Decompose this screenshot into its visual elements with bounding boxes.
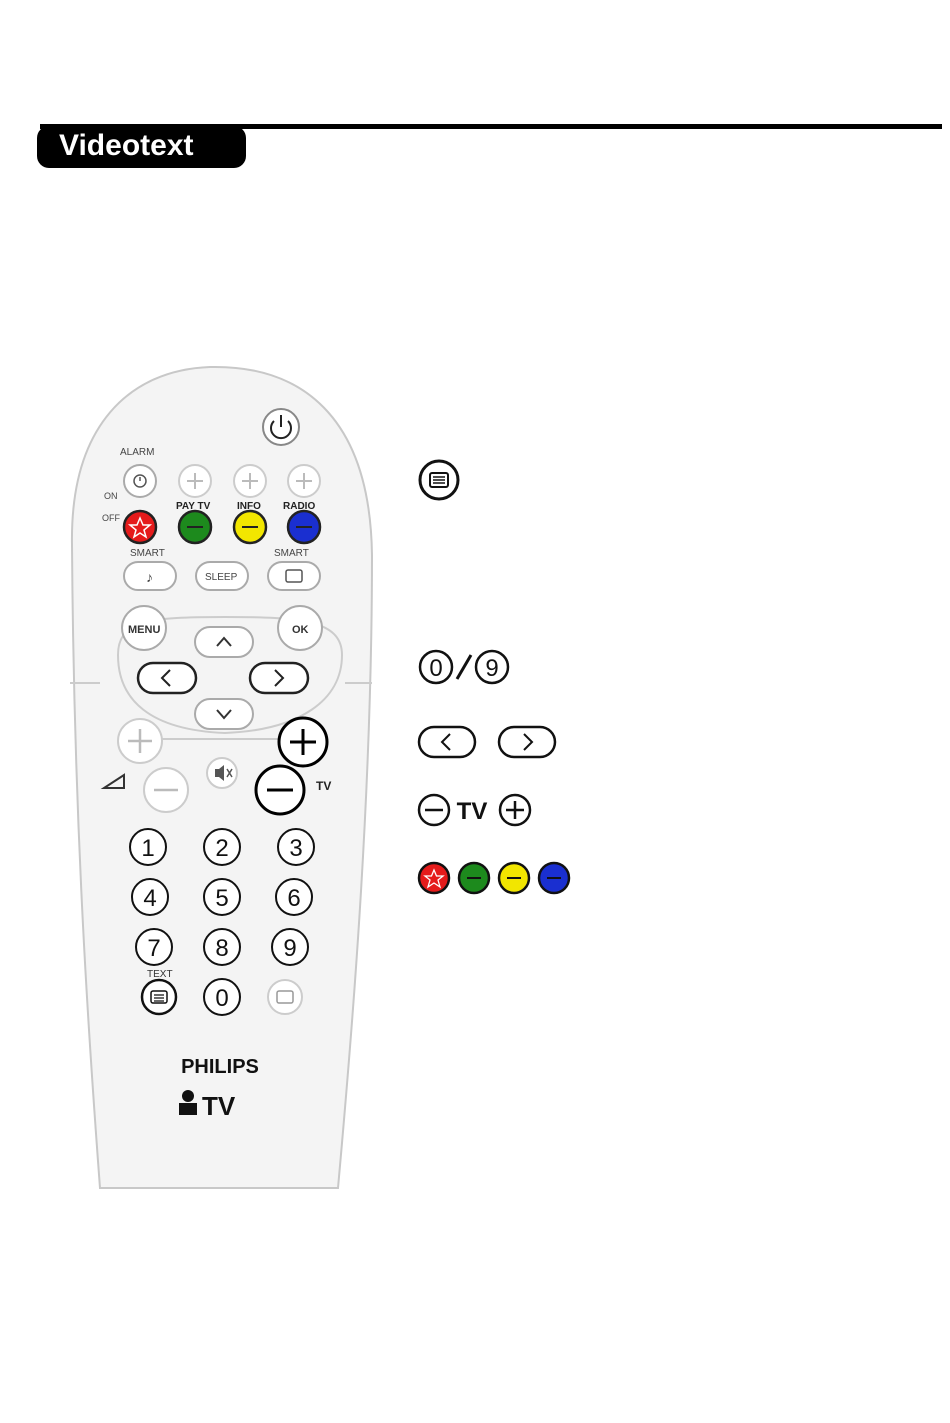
off-label: OFF xyxy=(102,513,120,523)
smart-sound-button[interactable]: ♪ xyxy=(124,562,176,590)
plus-button-3[interactable] xyxy=(288,465,320,497)
plus-button-2[interactable] xyxy=(234,465,266,497)
sleep-label: SLEEP xyxy=(205,572,238,583)
volume-up-button[interactable] xyxy=(118,719,162,763)
left-button[interactable] xyxy=(138,663,196,693)
radio-label: RADIO xyxy=(283,501,315,512)
channel-up-button[interactable] xyxy=(279,718,327,766)
down-button[interactable] xyxy=(195,699,253,729)
legend-color-buttons xyxy=(415,860,575,896)
alarm-button[interactable] xyxy=(124,465,156,497)
digit-label: 6 xyxy=(287,885,300,912)
legend-teletext-icon xyxy=(415,458,463,502)
legend-digit-first: 0 xyxy=(429,655,442,682)
channel-down-button[interactable] xyxy=(256,766,304,814)
digit-button-6[interactable]: 6 xyxy=(276,879,312,915)
digit-button-8[interactable]: 8 xyxy=(204,929,240,965)
legend-red-button xyxy=(419,863,449,893)
remote-control: ALARM ON PAY TV INFO RADIO OFF SM xyxy=(60,355,390,1195)
digit-button-0[interactable]: 0 xyxy=(204,979,240,1015)
digit-label: 8 xyxy=(215,935,228,962)
digit-label: 0 xyxy=(215,985,228,1012)
legend-digit-last: 9 xyxy=(485,655,498,682)
legend-minus-button xyxy=(419,795,449,825)
digit-label: 9 xyxy=(283,935,296,962)
right-button[interactable] xyxy=(250,663,308,693)
digit-button-4[interactable]: 4 xyxy=(132,879,168,915)
red-button[interactable] xyxy=(124,511,156,543)
legend-channel: TV xyxy=(415,790,540,830)
logo-text: TV xyxy=(202,1091,236,1121)
mute-button[interactable] xyxy=(207,758,237,788)
brand-name: PHILIPS xyxy=(181,1056,259,1078)
digit-label: 4 xyxy=(143,885,156,912)
plus-button-1[interactable] xyxy=(179,465,211,497)
on-label: ON xyxy=(104,491,118,501)
blue-button[interactable] xyxy=(288,511,320,543)
smart-right-label: SMART xyxy=(274,548,309,559)
legend-left-button xyxy=(419,727,475,757)
legend-digits: 0 9 xyxy=(415,645,515,689)
menu-label: MENU xyxy=(128,624,160,636)
smart-left-label: SMART xyxy=(130,548,165,559)
teletext-button[interactable] xyxy=(142,980,176,1014)
music-note-icon: ♪ xyxy=(146,569,153,585)
legend-yellow-button xyxy=(499,863,529,893)
digit-button-3[interactable]: 3 xyxy=(278,829,314,865)
digit-label: 7 xyxy=(147,935,160,962)
legend-blue-button xyxy=(539,863,569,893)
digit-button-7[interactable]: 7 xyxy=(136,929,172,965)
power-button[interactable] xyxy=(263,409,299,445)
text-label: TEXT xyxy=(147,969,173,980)
menu-button[interactable]: MENU xyxy=(122,606,166,650)
volume-down-button[interactable] xyxy=(144,768,188,812)
digit-button-9[interactable]: 9 xyxy=(272,929,308,965)
digit-button-1[interactable]: 1 xyxy=(130,829,166,865)
section-title: Videotext xyxy=(37,126,246,168)
sleep-button[interactable]: SLEEP xyxy=(196,562,248,590)
up-button[interactable] xyxy=(195,627,253,657)
subtitle-button[interactable] xyxy=(268,980,302,1014)
legend-plus-button xyxy=(500,795,530,825)
ok-button[interactable]: OK xyxy=(278,606,322,650)
legend-tv-label: TV xyxy=(457,798,488,825)
legend-left-right xyxy=(415,722,560,762)
green-button[interactable] xyxy=(179,511,211,543)
digit-label: 1 xyxy=(141,835,154,862)
ok-label: OK xyxy=(292,624,309,636)
digit-label: 5 xyxy=(215,885,228,912)
alarm-label: ALARM xyxy=(120,447,154,458)
smart-picture-button[interactable] xyxy=(268,562,320,590)
digit-button-5[interactable]: 5 xyxy=(204,879,240,915)
legend-right-button xyxy=(499,727,555,757)
digit-button-2[interactable]: 2 xyxy=(204,829,240,865)
tv-label: TV xyxy=(316,779,331,793)
yellow-button[interactable] xyxy=(234,511,266,543)
digit-label: 2 xyxy=(215,835,228,862)
digit-label: 3 xyxy=(289,835,302,862)
legend-green-button xyxy=(459,863,489,893)
